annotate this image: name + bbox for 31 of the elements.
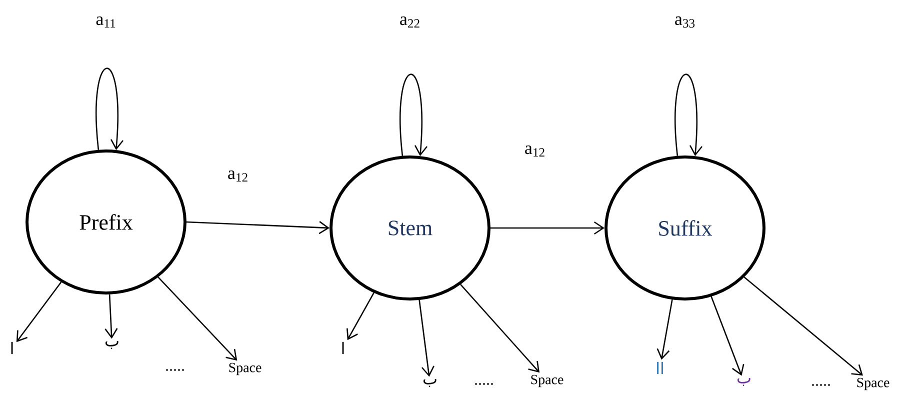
dots-label: ..... <box>475 383 493 385</box>
symbol-label: Space <box>857 378 890 390</box>
arrow <box>104 294 118 339</box>
letter-label: ا <box>342 342 344 354</box>
arrow <box>674 74 702 156</box>
edge-label: a$_{33}$ <box>673 15 697 29</box>
letter-label: ا <box>11 342 13 354</box>
edge-label: a$_{12}$ <box>226 169 250 182</box>
arrow <box>346 292 374 340</box>
arrow <box>418 300 434 377</box>
symbol-label: Space <box>531 374 564 388</box>
edge-label: a$_{11}$ <box>94 15 118 29</box>
arrow <box>490 221 604 235</box>
symbol-label: Space <box>229 362 262 376</box>
letter-label: اا <box>657 362 663 374</box>
letter-label: ب <box>738 378 750 386</box>
arrow <box>96 68 124 150</box>
arrow <box>744 276 863 376</box>
letter-label: ب <box>106 341 118 349</box>
edge-label: a$_{12}$ <box>523 144 547 158</box>
dots-label: ..... <box>812 384 830 386</box>
arrow <box>158 276 238 361</box>
arrow <box>460 284 540 373</box>
arrow <box>710 296 744 376</box>
arrow <box>186 221 330 234</box>
dots-label: ..... <box>166 369 184 371</box>
arrow <box>400 74 428 156</box>
letter-label: ب <box>424 379 436 387</box>
arrow <box>656 299 673 360</box>
arrow <box>16 282 62 342</box>
edge-label: a$_{22}$ <box>398 15 422 29</box>
